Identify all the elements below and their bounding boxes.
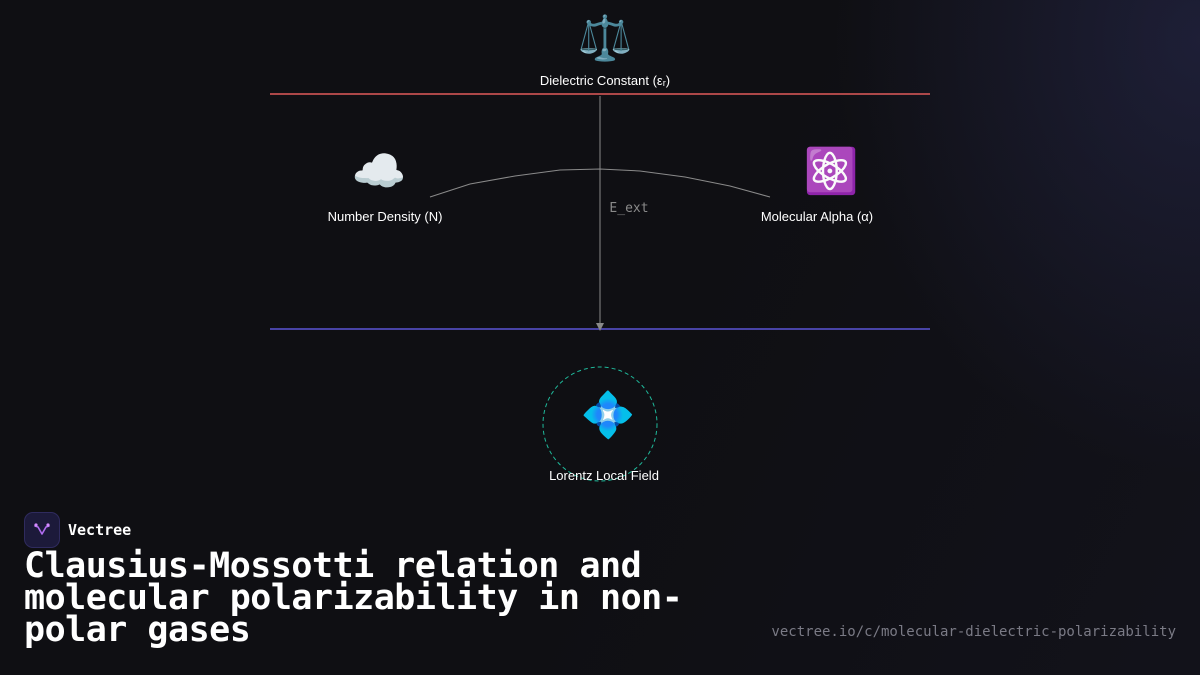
- diagram-canvas: E_ext: [270, 93, 930, 482]
- page-title: Clausius-Mossotti relation and molecular…: [24, 546, 683, 650]
- field-label: E_ext: [609, 201, 648, 216]
- dielectric-constant-label: Dielectric Constant (εᵣ): [539, 73, 671, 88]
- vectree-logo-icon: [24, 512, 60, 548]
- field-curve: [429, 168, 771, 198]
- number-density-label: Number Density (N): [327, 209, 443, 224]
- molecular-alpha-label: Molecular Alpha (α): [760, 209, 874, 224]
- diamond-icon: 💠: [580, 391, 636, 440]
- scales-icon: ⚖️: [577, 14, 633, 63]
- brand-name: Vectree: [68, 521, 132, 539]
- brand: Vectree: [24, 512, 131, 548]
- atom-icon: ⚛️: [803, 147, 859, 196]
- lorentz-local-field-label: Lorentz Local Field: [549, 468, 659, 483]
- cloud-icon: ☁️: [351, 147, 407, 196]
- lorentz-cavity-circle: [542, 366, 658, 482]
- page-url: vectree.io/c/molecular-dielectric-polari…: [771, 624, 1176, 640]
